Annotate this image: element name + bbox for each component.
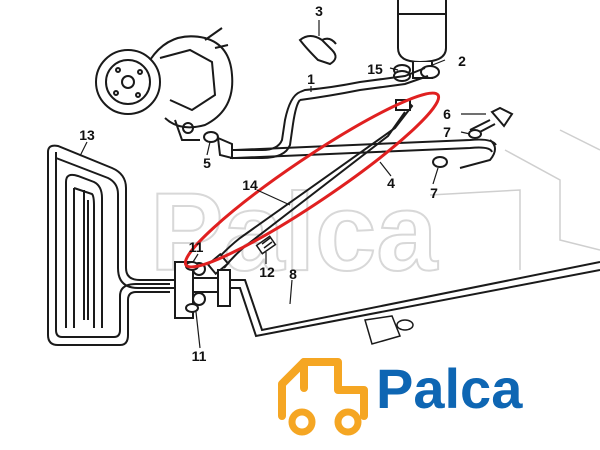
- clip-part-11-lower: [185, 303, 199, 313]
- car-icon: [278, 358, 368, 420]
- logo-text: Palca: [376, 357, 523, 420]
- callout-7-upper: 7: [443, 124, 451, 140]
- callout-13: 13: [79, 127, 95, 143]
- callout-12: 12: [259, 264, 275, 280]
- callout-14: 14: [242, 177, 258, 193]
- hose-part-8: [230, 261, 600, 338]
- hose-clamp-part-3: [298, 35, 337, 66]
- callout-3: 3: [315, 3, 323, 19]
- hose-clamp-part-12: [255, 235, 277, 255]
- washer-part-5: [203, 131, 233, 160]
- leader-lines: [79, 20, 486, 349]
- palca-logo: Palca: [278, 357, 523, 436]
- hose-part-4: [234, 138, 497, 169]
- callout-7-lower: 7: [430, 185, 438, 201]
- callout-5: 5: [203, 155, 211, 171]
- callout-6: 6: [443, 106, 451, 122]
- callout-11-lower: 11: [192, 348, 207, 364]
- callout-4: 4: [387, 175, 395, 191]
- pressure-sensor: [364, 315, 414, 345]
- washer-part-7-upper: [468, 129, 482, 139]
- callout-15: 15: [367, 61, 383, 77]
- power-steering-pump: [95, 27, 234, 141]
- banjo-bolt-part-6: [469, 106, 514, 135]
- callout-8: 8: [289, 266, 297, 282]
- highlight-ellipse: [183, 91, 441, 269]
- callout-1: 1: [307, 71, 315, 87]
- callout-2: 2: [458, 53, 466, 69]
- car-wheel-rear: [288, 408, 316, 436]
- cooler-coil-part-13: [47, 144, 178, 346]
- washer-part-7-lower: [432, 156, 448, 168]
- subframe-outline: [429, 129, 600, 270]
- washer-part-15: [393, 64, 411, 82]
- callout-11-upper: 11: [189, 239, 204, 255]
- car-wheel-front: [334, 408, 362, 436]
